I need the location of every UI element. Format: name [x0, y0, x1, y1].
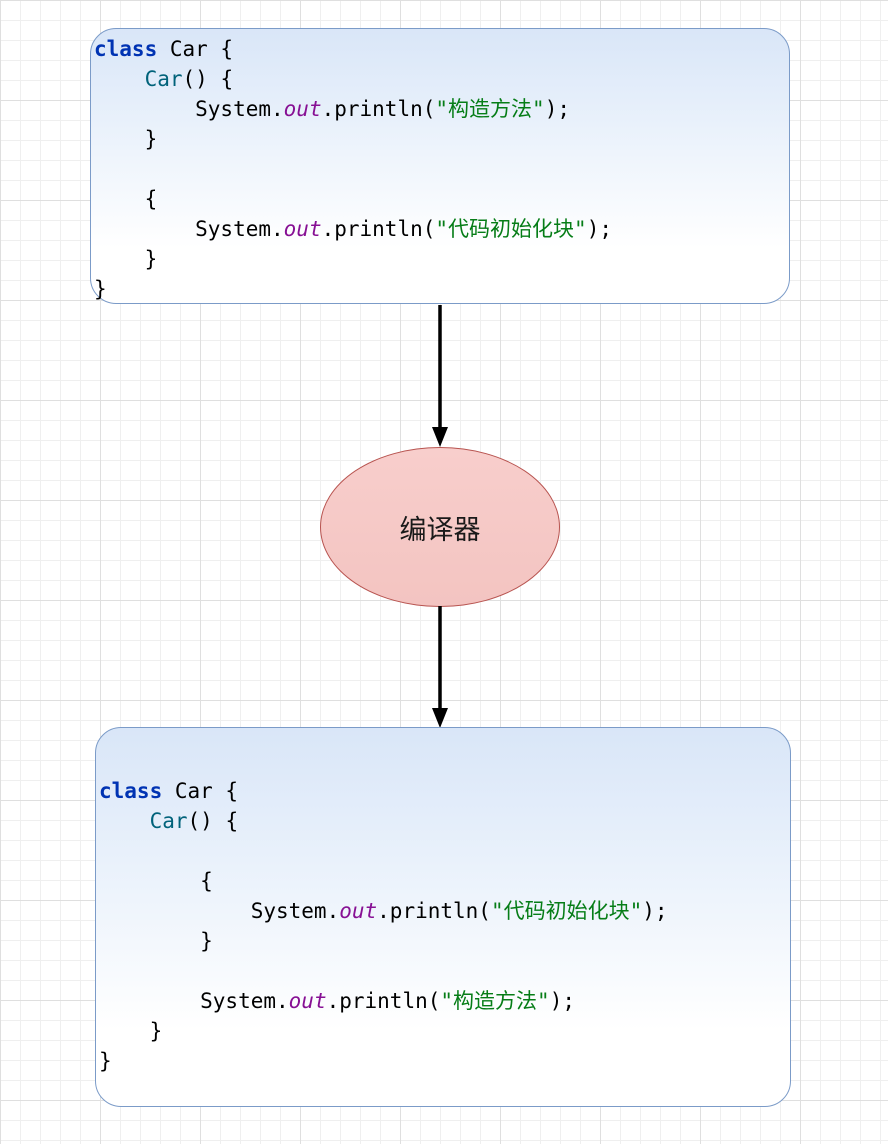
arrow-source-to-compiler-icon [432, 305, 448, 447]
compiler-node: 编译器 [320, 447, 560, 607]
arrow-compiler-to-result-icon [432, 606, 448, 728]
code-block-before-compile: class Car { Car() { System.out.println("… [90, 28, 790, 304]
code-block-after-compile: class Car { Car() { { System.out.println… [95, 727, 791, 1107]
compiler-label: 编译器 [399, 514, 481, 545]
